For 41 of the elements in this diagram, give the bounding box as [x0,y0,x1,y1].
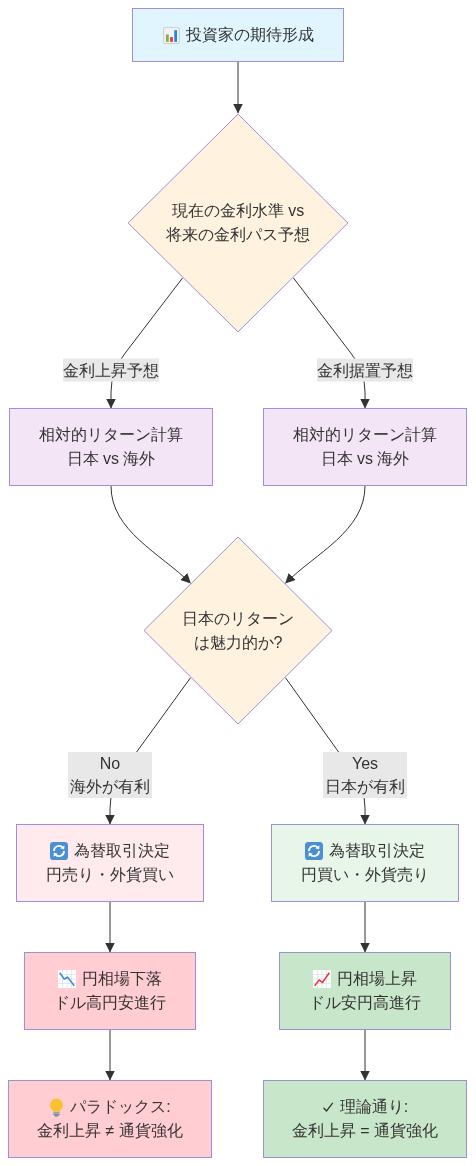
process-step [271,824,459,902]
process-step [8,1080,212,1158]
step-detail: ドル安円高進行 [309,993,421,1013]
process-step [24,952,196,1030]
decision-diamond [143,536,333,725]
arrow [285,485,366,584]
step-title: 為替取引決定 [74,841,170,861]
step-detail: ドル高円安進行 [54,993,166,1013]
step-detail: 日本 vs 海外 [66,449,156,469]
arrow [233,61,243,114]
step-title: 相対的リターン計算 [293,425,437,445]
arrow [110,485,191,584]
question-text: 現在の金利水準 vs 将来の金利パス予想 [165,201,311,245]
step-title: 円相場下落 [82,969,162,989]
step-detail: 円売り・外貨買い [46,865,174,885]
decision-diamond [127,113,349,333]
edge-label: No 海外が有利 [68,752,152,798]
step-detail: 金利上昇 ≠ 通貨強化 [37,1121,183,1141]
edge-label: 金利上昇予想 [63,358,159,382]
arrow [105,1029,115,1081]
process-step [16,824,204,902]
step-detail: 円買い・外貨売り [301,865,429,885]
question-text: 日本のリターンは魅力的か? [181,608,295,653]
step-title: 円相場上昇 [337,969,417,989]
step-title: 理論通り: [339,1097,409,1117]
step-title: パラドックス: [70,1097,171,1117]
arrow [360,901,370,953]
arrow [360,1029,370,1081]
edge-label: Yes 日本が有利 [323,752,407,798]
step-title: 為替取引決定 [329,841,425,861]
process-step [263,408,467,486]
step-title: 投資家の期待形成 [185,25,314,45]
edge-label: 金利据置予想 [317,358,413,382]
step-title: 相対的リターン計算 [39,425,183,445]
process-step [263,1080,467,1158]
process-step [279,952,451,1030]
step-detail: 日本 vs 海外 [320,449,410,469]
step-detail: 金利上昇 = 通貨強化 [291,1121,439,1141]
process-step [132,8,344,62]
arrow [105,901,115,953]
process-step [9,408,213,486]
